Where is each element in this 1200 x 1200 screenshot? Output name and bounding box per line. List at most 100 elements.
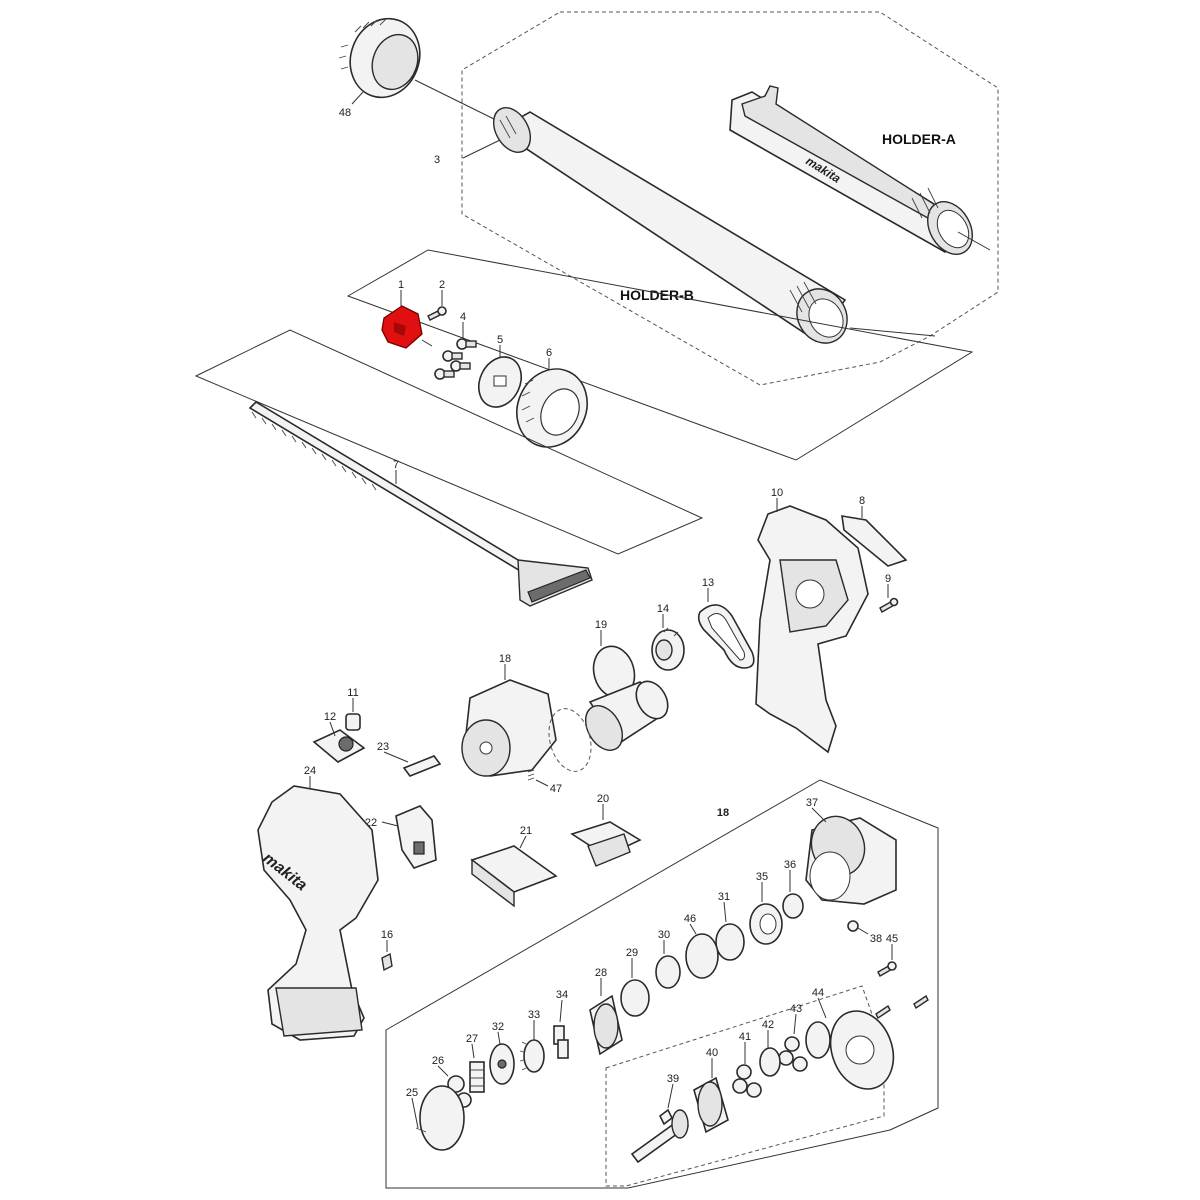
holder-a-label: HOLDER-A [882, 131, 956, 147]
part-number-21: 21 [520, 825, 532, 837]
part-number-24: 24 [304, 765, 316, 777]
ring-29 [620, 979, 650, 1017]
bearing-sleeve-35 [749, 903, 783, 945]
screw-9 [879, 597, 899, 613]
spring-47 [527, 769, 535, 781]
part-number-16: 16 [381, 929, 393, 941]
part-number-19: 19 [595, 619, 607, 631]
washer-30-lower [805, 1021, 831, 1059]
screws-4 [434, 338, 477, 380]
part-number-32: 32 [492, 1021, 504, 1033]
plate-5 [478, 356, 522, 408]
part-number-20: 20 [597, 793, 609, 805]
ring-36 [782, 893, 804, 919]
end-cap-48 [338, 17, 421, 99]
screw-45 [877, 961, 897, 977]
part-number-42: 42 [762, 1019, 774, 1031]
part-number-26: 26 [432, 1055, 444, 1067]
gearbox-housing-37 [805, 815, 897, 905]
switch-22 [395, 805, 437, 869]
part-number-45: 45 [886, 933, 898, 945]
part-number-2: 2 [439, 279, 445, 291]
part-number-28: 28 [595, 967, 607, 979]
part-number-12: 12 [324, 711, 336, 723]
ring-gear-28 [589, 994, 623, 1056]
output-shaft-39 [630, 1108, 690, 1164]
label-plate-8 [841, 515, 908, 567]
part-number-36: 36 [784, 859, 796, 871]
part-number-25: 25 [406, 1087, 418, 1099]
rack-group-outline [194, 329, 704, 555]
switch-lever-23 [402, 755, 442, 777]
motor [584, 680, 669, 751]
carrier-42 [759, 1047, 781, 1077]
part-number-34: 34 [556, 989, 568, 1001]
gear-33 [519, 1039, 545, 1073]
gear-34 [553, 1025, 569, 1059]
terminal-20 [570, 821, 642, 867]
plunger-cap-1-highlighted [381, 305, 423, 349]
mounting-screws [875, 994, 929, 1020]
switch-board-12 [312, 729, 366, 763]
gear-housing-18 [461, 679, 592, 777]
holder-a-frame: makita [729, 85, 973, 255]
part-number-39: 39 [667, 1073, 679, 1085]
part-number-23: 23 [377, 741, 389, 753]
cap-11 [345, 713, 361, 731]
part-number-41: 41 [739, 1031, 751, 1043]
ring-gear-40 [693, 1076, 729, 1134]
part-number-1: 1 [398, 279, 404, 291]
belt-13 [697, 604, 755, 669]
part-number-44: 44 [812, 987, 824, 999]
part-number-35: 35 [756, 871, 768, 883]
controller-box-21 [470, 845, 558, 908]
gear-plate-44 [829, 1010, 895, 1090]
part-number-18-upper: 18 [499, 653, 511, 665]
part-number-4: 4 [460, 311, 466, 323]
threaded-ring-6 [516, 368, 588, 448]
part-number-6: 6 [546, 347, 552, 359]
part-number-31: 31 [718, 891, 730, 903]
washer-disc-25 [415, 1085, 465, 1151]
rack-7 [248, 400, 593, 607]
part-number-8: 8 [859, 495, 865, 507]
ring-30 [655, 955, 681, 989]
part-number-40: 40 [706, 1047, 718, 1059]
carrier-32 [489, 1043, 515, 1085]
part-number-46: 46 [684, 913, 696, 925]
part-number-47: 47 [550, 783, 562, 795]
part-number-9: 9 [885, 573, 891, 585]
pin-38 [847, 920, 859, 932]
part-number-10: 10 [771, 487, 783, 499]
part-number-37: 37 [806, 797, 818, 809]
pin-16 [381, 952, 393, 972]
housing-10 [755, 505, 869, 754]
leader-48 [414, 79, 501, 123]
holder-b-tube [492, 107, 848, 344]
part-number-33: 33 [528, 1009, 540, 1021]
part-number-18-group: 18 [717, 807, 729, 819]
part-number-14: 14 [657, 603, 669, 615]
washer-46 [685, 933, 719, 979]
gear-assembly-group-outline [385, 779, 939, 1189]
ring-31 [715, 923, 745, 961]
part-number-11: 11 [347, 687, 358, 699]
planet-gears-41 [732, 1064, 762, 1098]
planet-gear-27 [469, 1061, 485, 1093]
part-number-29: 29 [626, 947, 638, 959]
handle-housing-24: makita [257, 785, 379, 1041]
part-number-30: 30 [658, 929, 670, 941]
part-number-3: 3 [434, 154, 440, 166]
holder-b-label: HOLDER-B [620, 287, 694, 303]
planet-gears-43 [778, 1036, 808, 1072]
part-number-48: 48 [339, 107, 351, 119]
holder-group-outline [461, 11, 999, 386]
part-number-38: 38 [870, 933, 882, 945]
part-number-5: 5 [497, 334, 503, 346]
part-number-43: 43 [790, 1003, 802, 1015]
plunger-group-outline [346, 249, 974, 461]
part-number-13: 13 [702, 577, 714, 589]
output-subgroup-outline [605, 985, 885, 1187]
